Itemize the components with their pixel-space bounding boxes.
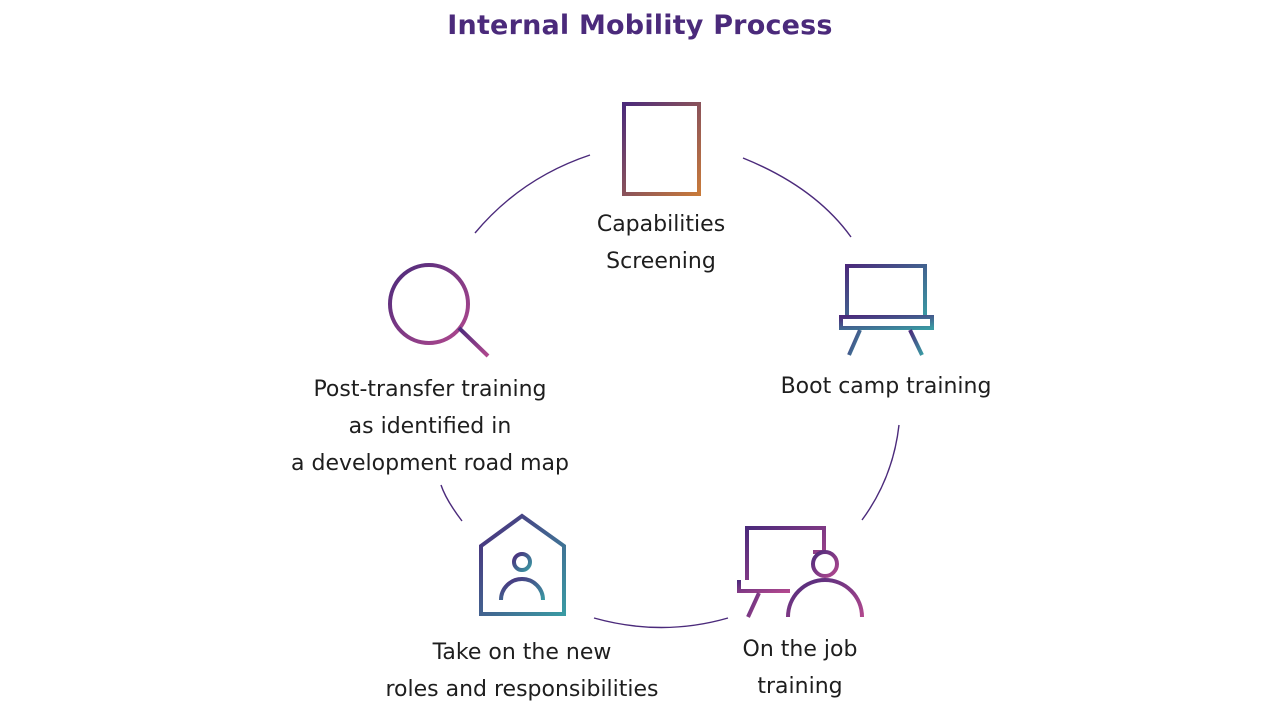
step-label-capabilities-screening: Capabilities Screening [561,206,761,280]
magnifier-icon [388,263,490,358]
step-label-line: a development road map [291,451,569,476]
presentation-board-icon [839,264,934,356]
connector-arc-1 [742,157,852,238]
house-person-icon [479,513,566,616]
connector-arcs [440,154,900,629]
bar-chart-document-icon [622,102,701,196]
step-label-on-the-job-training: On the job training [700,631,900,705]
presenter-at-board-icon [737,526,864,618]
step-label-line: On the job [742,637,858,662]
connector-arc-4 [440,484,463,522]
step-label-take-on-new-roles: Take on the new roles and responsibiliti… [367,634,677,708]
step-label-line: Take on the new [432,640,612,665]
step-label-line: Screening [606,249,716,274]
step-label-line: as identified in [348,414,512,439]
step-label-line: Post-transfer training [313,377,547,402]
connector-arc-2 [861,424,900,521]
connector-arc-5 [474,154,591,234]
step-label-line: roles and responsibilities [385,677,659,702]
step-label-post-transfer-training: Post-transfer training as identified in … [270,371,590,482]
step-label-boot-camp-training: Boot camp training [766,368,1006,405]
step-label-line: training [757,674,843,699]
page-title: Internal Mobility Process [447,10,833,41]
connector-arc-3 [593,617,729,629]
step-label-line: Boot camp training [780,374,992,399]
step-label-line: Capabilities [596,212,726,237]
